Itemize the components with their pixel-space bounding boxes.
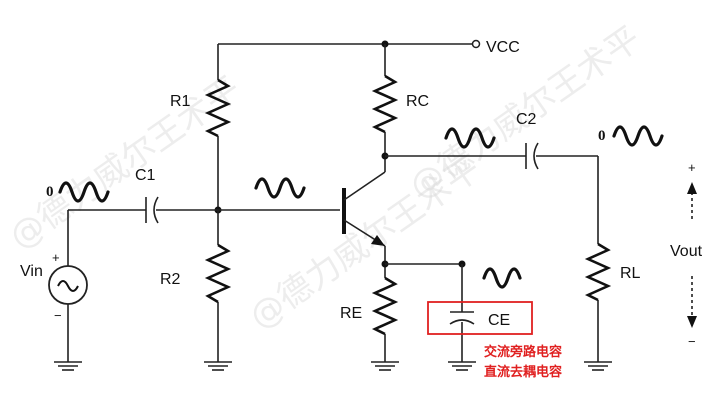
re-resistor	[371, 276, 399, 336]
annotation-line1: 交流旁路电容	[484, 344, 562, 360]
npn-transistor-icon	[342, 171, 386, 247]
ce-ground-icon	[448, 361, 476, 371]
ce-label: CE	[488, 312, 510, 329]
rc-label: RC	[406, 93, 429, 110]
vout-plus: +	[688, 160, 696, 175]
r1-label: R1	[170, 93, 191, 110]
re-label: RE	[340, 305, 362, 322]
r2-label: R2	[160, 271, 181, 288]
rl-resistor	[584, 242, 612, 302]
vin-sine-icon	[57, 280, 79, 292]
collector-wave-icon	[444, 127, 496, 149]
r1-resistor	[204, 78, 232, 138]
vin-label: Vin	[20, 263, 43, 280]
zero-out-label: 0	[598, 128, 606, 144]
c1-label: C1	[135, 167, 156, 184]
vcc-terminal	[471, 39, 481, 49]
rl-ground-icon	[584, 361, 612, 371]
rc-resistor	[371, 74, 399, 134]
output-wave-icon	[612, 125, 664, 147]
r2-resistor	[204, 243, 232, 304]
r2-ground-icon	[204, 361, 232, 371]
base-wave-icon	[254, 177, 306, 199]
rl-label: RL	[620, 265, 641, 282]
c1-plate-right	[153, 196, 159, 224]
c2-label: C2	[516, 111, 537, 128]
vcc-label: VCC	[486, 39, 520, 56]
annotation-line2: 直流去耦电容	[484, 364, 562, 380]
vin-minus: −	[54, 308, 62, 323]
vout-minus: −	[688, 334, 696, 349]
zero-in-label: 0	[46, 184, 54, 200]
vin-plus: +	[52, 250, 60, 265]
vin-ground-icon	[54, 361, 82, 371]
ce-plate-bottom	[449, 319, 475, 325]
re-ground-icon	[371, 361, 399, 371]
vout-arrow-up-icon	[687, 182, 697, 194]
vout-label: Vout	[670, 243, 703, 260]
emitter-wave-icon	[482, 267, 522, 289]
input-wave-icon	[58, 181, 110, 203]
c2-plate-right	[533, 142, 539, 170]
ce-highlight-box	[427, 301, 533, 335]
vout-arrow-down-icon	[687, 316, 697, 328]
